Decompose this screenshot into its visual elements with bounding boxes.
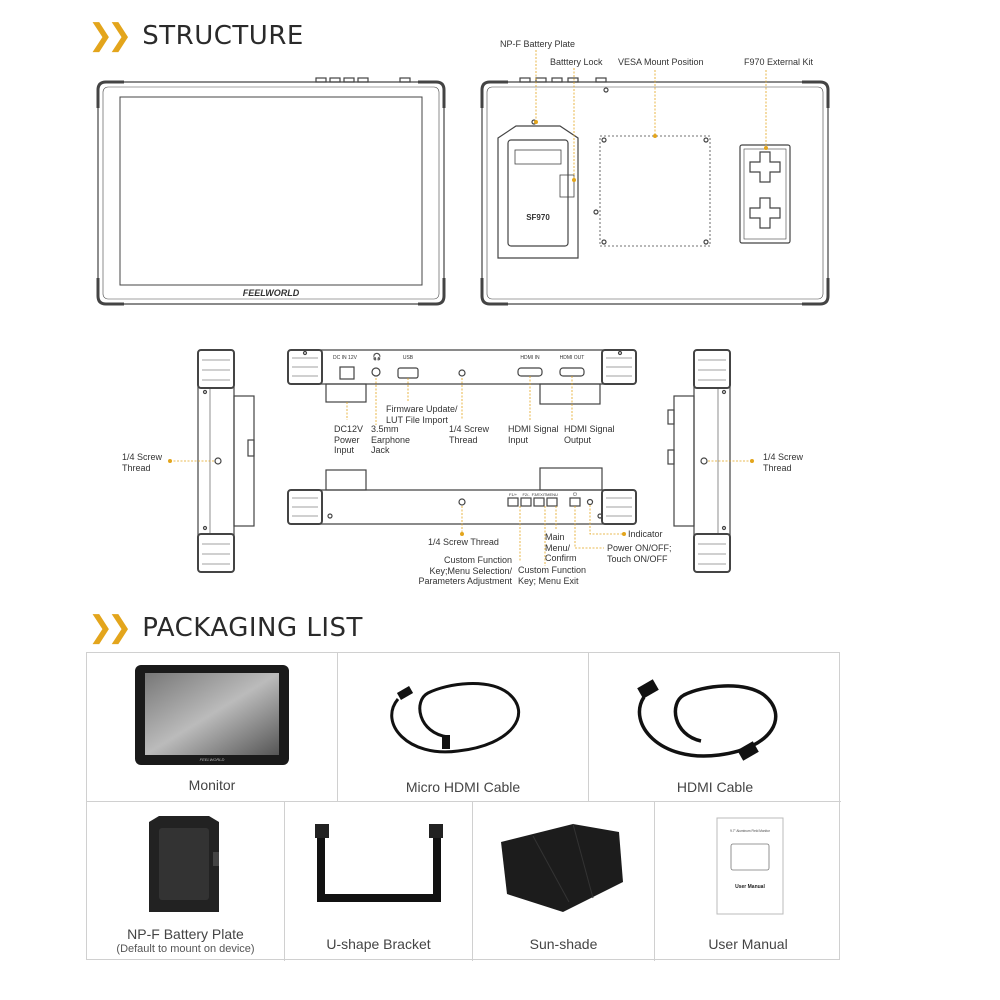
structure-header: ❯❯ STRUCTURE xyxy=(88,18,304,53)
headphone-icon: 🎧 xyxy=(373,352,382,361)
pack-label-manual: User Manual xyxy=(708,936,788,952)
front-view xyxy=(96,77,446,306)
button-label-f3: F3/EXIT xyxy=(532,492,547,497)
pack-label-bracket: U-shape Bracket xyxy=(326,936,431,952)
user-manual-image: 9.7" Aluminum Field Monitor User Manual xyxy=(716,817,784,915)
structure-title: STRUCTURE xyxy=(142,20,304,51)
pack-label-hdmi: HDMI Cable xyxy=(676,779,754,795)
hdmi-cable-image xyxy=(637,679,778,761)
sunshade-image xyxy=(501,823,623,912)
bottom-edge-view xyxy=(287,467,637,525)
port-label-hdmi-out: HDMI OUT xyxy=(560,355,585,361)
pack-item-micro-hdmi: Micro HDMI Cable xyxy=(338,653,589,802)
monitor-image: FEELWORLD xyxy=(135,665,289,765)
button-label-f1: F1/+ xyxy=(509,492,518,497)
npf-plate-image xyxy=(149,816,219,912)
pack-item-npf-plate: NP-F Battery Plate (Default to mount on … xyxy=(87,802,285,961)
callout-screw-bottom: 1/4 Screw Thread xyxy=(428,537,499,547)
double-chevron-icon: ❯❯ xyxy=(88,18,132,53)
manual-cover-label: User Manual xyxy=(735,884,765,890)
button-label-menu: MENU xyxy=(546,492,558,497)
port-label-usb: USB xyxy=(403,355,414,361)
pack-item-monitor: FEELWORLD Monitor xyxy=(87,653,338,802)
micro-hdmi-cable-image xyxy=(390,682,520,754)
manual-cover-title: 9.7" Aluminum Field Monitor xyxy=(730,829,771,833)
pack-item-bracket: U-shape Bracket xyxy=(285,802,473,961)
u-bracket-image xyxy=(315,824,443,902)
rear-view xyxy=(480,77,830,306)
callout-battery-lock: Batttery Lock xyxy=(550,57,603,67)
double-chevron-icon: ❯❯ xyxy=(88,610,132,645)
pack-label-sunshade: Sun-shade xyxy=(529,936,598,952)
callout-f970-kit: F970 External Kit xyxy=(744,57,814,67)
callout-npf-plate: NP-F Battery Plate xyxy=(500,39,576,49)
pack-label-npf-plate: NP-F Battery Plate xyxy=(127,926,244,942)
packaging-header: ❯❯ PACKAGING LIST xyxy=(88,610,363,645)
button-label-f2: F2/- xyxy=(522,492,530,497)
pack-sublabel-npf-plate: (Default to mount on device) xyxy=(116,943,255,955)
callout-power: Power ON/OFF;Touch ON/OFF xyxy=(607,543,672,564)
pack-label-micro-hdmi: Micro HDMI Cable xyxy=(405,779,521,795)
packaging-title: PACKAGING LIST xyxy=(142,612,363,643)
callout-firmware: Firmware Update/LUT File Import xyxy=(386,404,458,425)
pack-item-manual: 9.7" Aluminum Field Monitor User Manual … xyxy=(655,802,841,961)
structure-diagram: FEELWORLD SF970 DC IN 12V 🎧 USB HDMI IN … xyxy=(96,50,830,573)
port-label-hdmi-in: HDMI IN xyxy=(520,355,540,361)
pack-item-hdmi: HDMI Cable xyxy=(589,653,841,802)
rear-model-label: SF970 xyxy=(526,213,550,222)
power-icon: ⏻ xyxy=(573,492,577,498)
pack-label-monitor: Monitor xyxy=(188,777,236,793)
packaging-grid: FEELWORLD Monitor Micro HDMI Cable HDMI … xyxy=(86,652,841,961)
callout-vesa: VESA Mount Position xyxy=(618,57,704,67)
port-label-dc: DC IN 12V xyxy=(333,355,358,361)
monitor-brand: FEELWORLD xyxy=(200,757,225,762)
callout-indicator: Indicator xyxy=(628,529,663,539)
top-edge-view xyxy=(287,349,637,405)
front-brand-logo: FEELWORLD xyxy=(243,288,300,298)
pack-item-sunshade: Sun-shade xyxy=(473,802,655,961)
right-side-view xyxy=(667,349,731,573)
